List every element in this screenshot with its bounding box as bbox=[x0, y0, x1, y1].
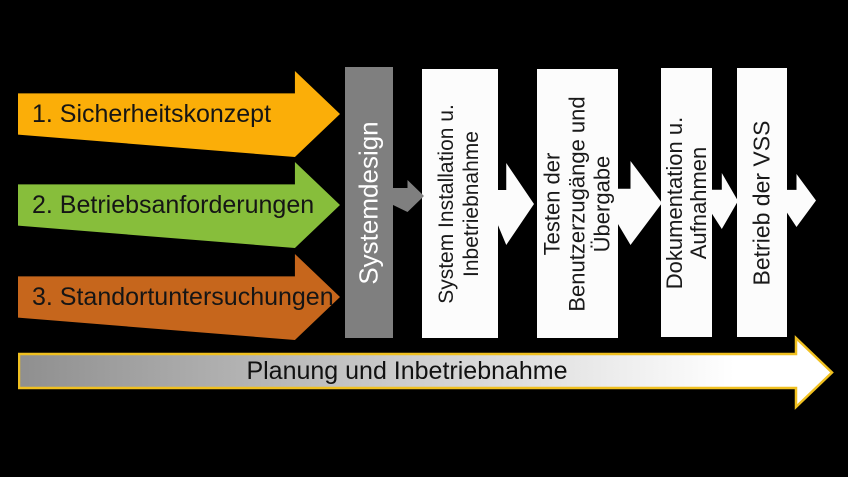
timeline-arrow-shape bbox=[18, 335, 834, 410]
stage-bar-systemdesign: Systemdesign bbox=[345, 67, 393, 338]
connector-arrow-icon bbox=[711, 173, 738, 229]
timeline-arrow: Planung und Inbetriebnahme bbox=[18, 335, 835, 411]
input-arrow-label: 2. Betriebsanforderungen bbox=[32, 190, 315, 219]
connector-arrow-icon bbox=[617, 161, 662, 245]
input-arrow-betriebsanforderungen: 2. Betriebsanforderungen bbox=[18, 162, 340, 248]
input-arrow-label: 1. Sicherheitskonzept bbox=[32, 99, 272, 128]
input-arrow-label: 3. Standortuntersuchungen bbox=[32, 282, 334, 311]
connector-arrow-icon bbox=[391, 180, 424, 212]
stage-bar-dokumentation: Dokumentation u. Aufnahmen bbox=[661, 68, 712, 337]
stage-label: Systemdesign bbox=[353, 120, 384, 285]
input-arrow-standortuntersuchungen: 3. Standortuntersuchungen bbox=[18, 254, 340, 340]
stage-bar-betrieb-der-vss: Betrieb der VSS bbox=[737, 68, 787, 337]
stage-bar-system-installation: System Installation u. Inbetriebnahme bbox=[422, 69, 498, 338]
stage-label: Betrieb der VSS bbox=[748, 120, 775, 285]
stage-bar-testen: Testen der Benutzerzugänge und Übergabe bbox=[537, 69, 618, 338]
timeline-label: Planung und Inbetriebnahme bbox=[246, 356, 568, 385]
connector-arrow-icon bbox=[497, 163, 534, 245]
stage-label: System Installation u. Inbetriebnahme bbox=[435, 103, 483, 304]
stage-label: Dokumentation u. Aufnahmen bbox=[661, 116, 711, 289]
input-arrow-sicherheitskonzept: 1. Sicherheitskonzept bbox=[18, 71, 340, 157]
stage-label: Testen der Benutzerzugänge und Übergabe bbox=[539, 95, 614, 312]
connector-arrow-icon bbox=[786, 174, 816, 227]
